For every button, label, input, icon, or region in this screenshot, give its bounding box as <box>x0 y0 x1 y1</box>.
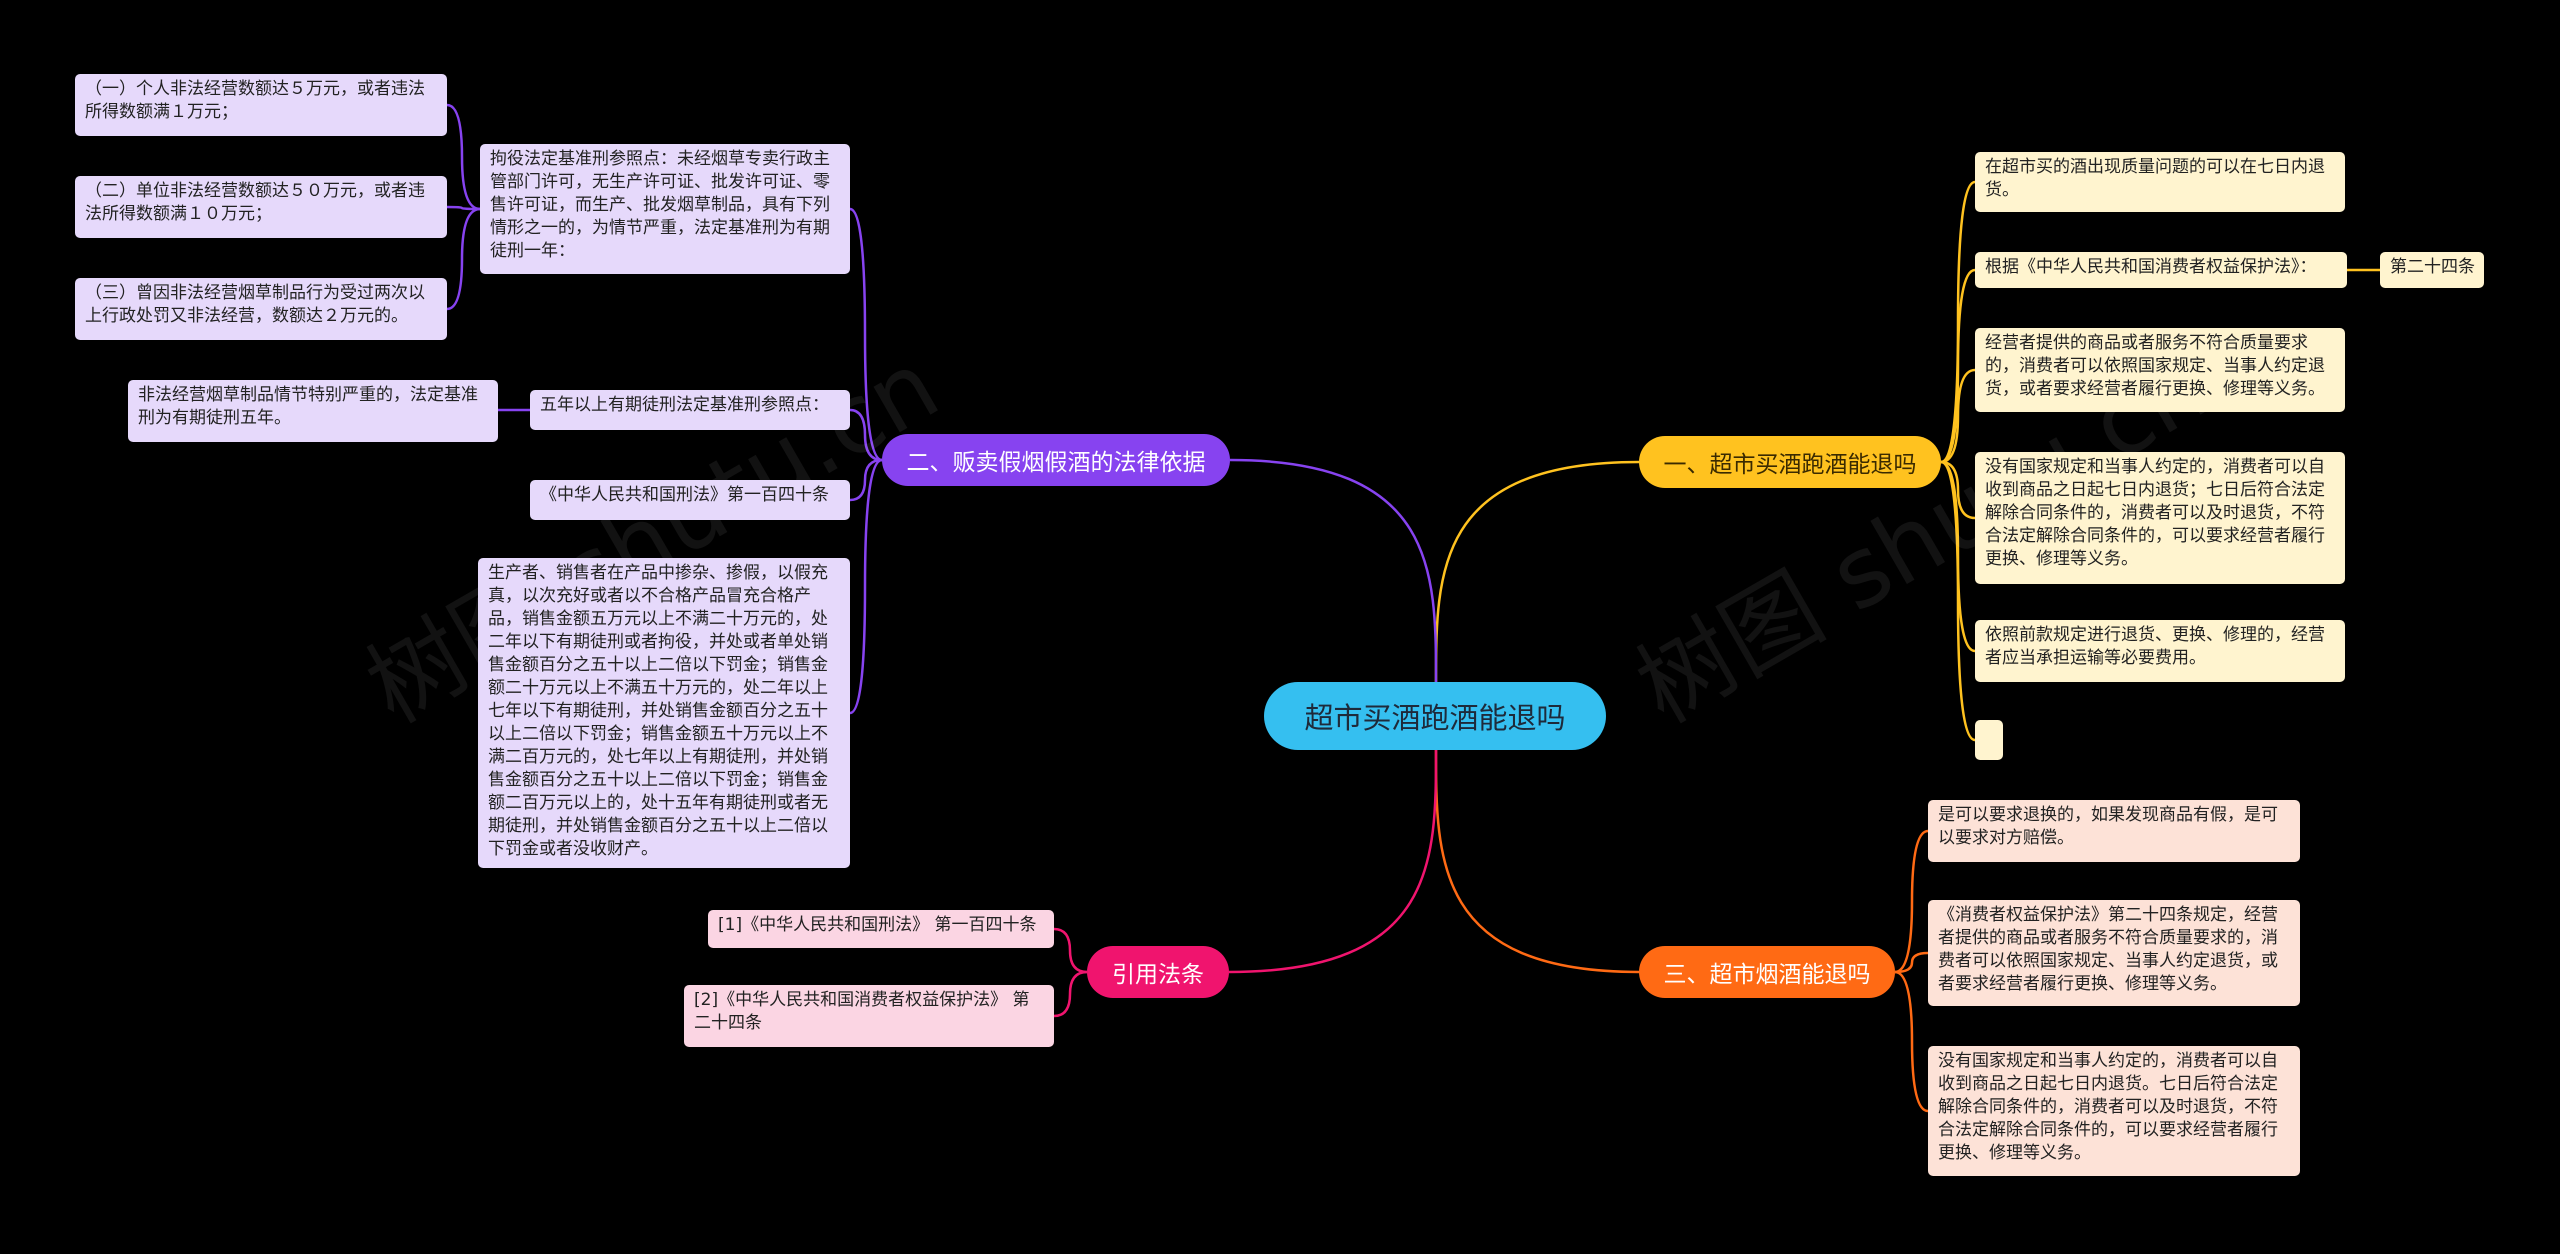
root-topic[interactable]: 超市买酒跑酒能退吗 <box>1264 682 1606 750</box>
link-b2-item-2 <box>849 408 883 462</box>
link-b1-item-3 <box>1940 368 1976 464</box>
link-b2-item-3 <box>849 458 883 502</box>
b1-item-3[interactable]: 经营者提供的商品或者服务不符合质量要求的，消费者可以依照国家规定、当事人约定退货… <box>1975 328 2345 412</box>
b1-item-2[interactable]: 根据《中华人民共和国消费者权益保护法》： <box>1975 252 2347 288</box>
b2-item-1[interactable]: 拘役法定基准刑参照点：未经烟草专卖行政主管部门许可，无生产许可证、批发许可证、零… <box>480 144 850 274</box>
link-b2-item1-child-1 <box>446 103 481 211</box>
link-b2-item-1 <box>849 207 883 462</box>
b2-item-1-child-2[interactable]: （二）单位非法经营数额达５０万元，或者违法所得数额满１０万元； <box>75 176 447 238</box>
b1-item-4[interactable]: 没有国家规定和当事人约定的，消费者可以自收到商品之日起七日内退货；七日后符合法定… <box>1975 452 2345 584</box>
link-b3-item-2 <box>1894 951 1929 974</box>
link-root-b4 <box>1228 749 1438 974</box>
branch-3-topic[interactable]: 三、超市烟酒能退吗 <box>1639 946 1895 998</box>
link-b1-item-4 <box>1940 460 1976 520</box>
b2-item-2-child-1[interactable]: 非法经营烟草制品情节特别严重的，法定基准刑为有期徒刑五年。 <box>128 380 498 442</box>
link-b3-item-1 <box>1894 829 1929 974</box>
b4-item-1[interactable]: [1]《中华人民共和国刑法》 第一百四十条 <box>708 910 1054 948</box>
b2-item-4[interactable]: 生产者、销售者在产品中掺杂、掺假，以假充真，以次充好或者以不合格产品冒充合格产品… <box>478 558 850 868</box>
link-root-b3 <box>1434 749 1640 974</box>
link-root-b1 <box>1434 460 1640 683</box>
link-b2-item1-child-3 <box>446 207 481 311</box>
b2-item-3[interactable]: 《中华人民共和国刑法》第一百四十条 <box>530 480 850 520</box>
b2-item-1-child-3[interactable]: （三）曾因非法经营烟草制品行为受过两次以上行政处罚又非法经营，数额达２万元的。 <box>75 278 447 340</box>
b1-item-5[interactable]: 依照前款规定进行退货、更换、修理的，经营者应当承担运输等必要费用。 <box>1975 620 2345 682</box>
b1-item-2-child[interactable]: 第二十四条 <box>2380 252 2484 288</box>
link-b2-item-4 <box>849 458 883 715</box>
branch-1-topic[interactable]: 一、超市买酒跑酒能退吗 <box>1639 436 1941 488</box>
b1-item-6-empty[interactable] <box>1975 720 2003 760</box>
b3-item-3[interactable]: 没有国家规定和当事人约定的，消费者可以自收到商品之日起七日内退货。七日后符合法定… <box>1928 1046 2300 1176</box>
link-b4-item-1 <box>1053 927 1088 974</box>
b1-item-1[interactable]: 在超市买的酒出现质量问题的可以在七日内退货。 <box>1975 152 2345 212</box>
b2-item-1-child-1[interactable]: （一）个人非法经营数额达５万元，或者违法所得数额满１万元； <box>75 74 447 136</box>
link-b1-item-2 <box>1940 268 1976 464</box>
branch-4-topic[interactable]: 引用法条 <box>1087 946 1229 998</box>
b4-item-2[interactable]: [2]《中华人民共和国消费者权益保护法》 第二十四条 <box>684 985 1054 1047</box>
b3-item-2[interactable]: 《消费者权益保护法》第二十四条规定，经营者提供的商品或者服务不符合质量要求的，消… <box>1928 900 2300 1006</box>
link-b3-item-3 <box>1894 970 1929 1113</box>
link-b4-item-2 <box>1053 970 1088 1018</box>
link-b2-item1-child-2 <box>446 205 481 211</box>
b2-item-2[interactable]: 五年以上有期徒刑法定基准刑参照点： <box>530 390 850 430</box>
link-b1-item-6 <box>1940 460 1976 742</box>
link-root-b2 <box>1229 458 1438 683</box>
b3-item-1[interactable]: 是可以要求退换的，如果发现商品有假，是可以要求对方赔偿。 <box>1928 800 2300 862</box>
branch-2-topic[interactable]: 二、贩卖假烟假酒的法律依据 <box>882 434 1230 486</box>
